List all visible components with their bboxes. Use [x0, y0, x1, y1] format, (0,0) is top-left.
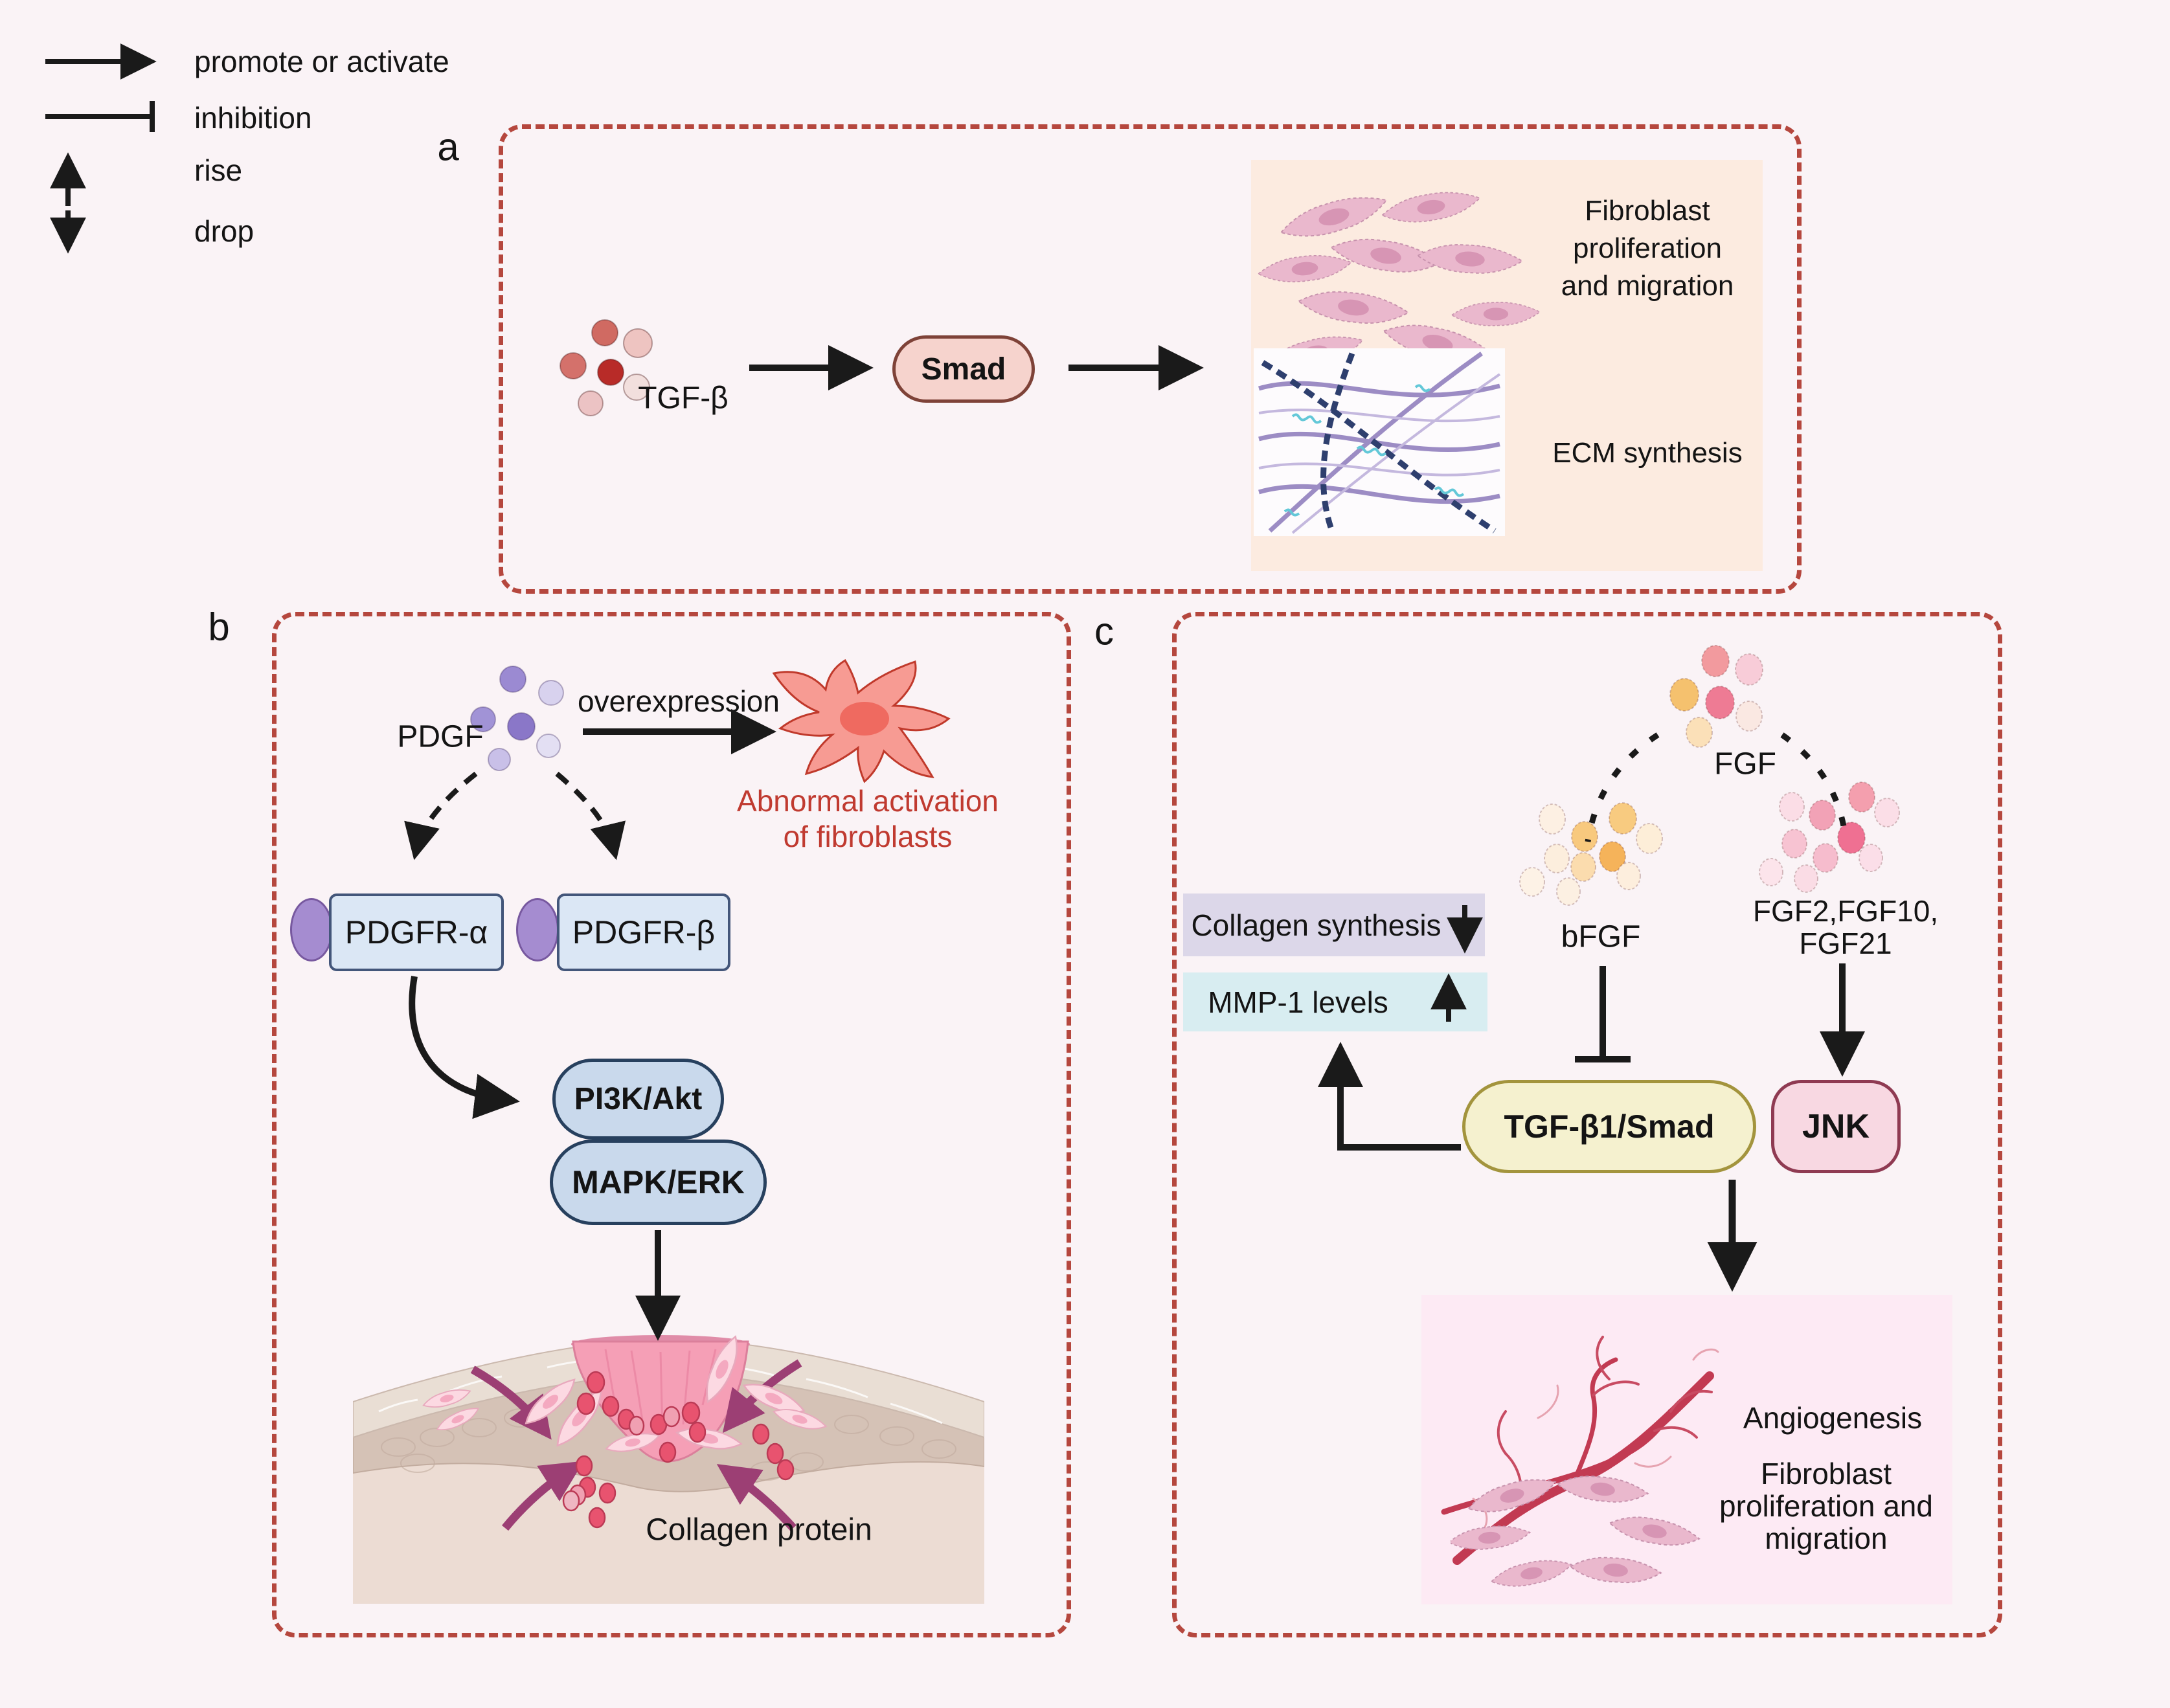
pdgf-label: PDGF: [397, 719, 484, 754]
panel-c-outcome-box: [1421, 1295, 1952, 1604]
angiogenesis-label: Angiogenesis: [1743, 1401, 1923, 1435]
panel-a-letter: a: [437, 125, 459, 169]
panel-b-letter: b: [208, 605, 230, 649]
jnk-node: JNK: [1771, 1080, 1901, 1173]
legend-rise-label: rise: [194, 153, 243, 187]
fibroblast-proliferation-label-c: Fibroblast proliferation and migration: [1719, 1457, 1933, 1555]
fgf-label: FGF: [1714, 747, 1776, 781]
skin-wound-icon: [353, 1334, 984, 1604]
mapk-erk-label: MAPK/ERK: [572, 1164, 745, 1200]
bfgf-label: bFGF: [1561, 919, 1641, 954]
smad-label: Smad: [921, 352, 1006, 387]
tgf-beta-molecules-icon: [559, 319, 653, 416]
overexpression-label: overexpression: [578, 684, 780, 718]
fgf-family-label: FGF2,FGF10, FGF21: [1752, 894, 1939, 960]
tgfb1-smad-node: TGF-β1/Smad: [1462, 1080, 1756, 1173]
ecm-fibers-icon: [1254, 348, 1505, 536]
pdgfr-alpha-node: PDGFR-α: [329, 893, 504, 971]
fibroblast-proliferation-label-a: Fibroblast proliferation and migration: [1561, 195, 1734, 302]
pdgfr-alpha-label: PDGFR-α: [345, 914, 488, 950]
ecm-synthesis-label: ECM synthesis: [1552, 437, 1743, 469]
abnormal-fibroblast-icon: [772, 658, 951, 783]
pi3k-akt-label: PI3K/Akt: [574, 1082, 703, 1116]
collagen-synthesis-box: Collagen synthesis: [1183, 893, 1485, 956]
smad-node: Smad: [892, 335, 1035, 403]
abnormal-activation-label: Abnormal activation of fibroblasts: [737, 784, 999, 853]
pi3k-akt-node: PI3K/Akt: [552, 1059, 724, 1140]
pdgf-molecules-icon: [470, 666, 564, 771]
panel-a-border: [499, 124, 1802, 594]
tgfb1-smad-label: TGF-β1/Smad: [1504, 1108, 1715, 1145]
legend-inhibition-label: inhibition: [194, 101, 312, 135]
mapk-erk-node: MAPK/ERK: [550, 1140, 767, 1225]
collagen-protein-label: Collagen protein: [646, 1512, 872, 1547]
panel-b-border: [272, 612, 1071, 1637]
receptor-ligand-ball-icon-alpha: [290, 898, 333, 961]
mmp1-levels-label: MMP-1 levels: [1208, 985, 1388, 1019]
pdgfr-beta-node: PDGFR-β: [557, 893, 730, 971]
panel-c-letter: c: [1094, 609, 1114, 653]
mmp1-levels-box: MMP-1 levels: [1183, 972, 1487, 1031]
fibroblast-cells-icon-c: [1451, 1470, 1702, 1592]
panel-c-border: [1172, 612, 2002, 1637]
receptor-ligand-ball-icon-beta: [516, 898, 559, 961]
legend-drop-label: drop: [194, 214, 254, 248]
pdgfr-beta-label: PDGFR-β: [572, 914, 716, 950]
tgf-beta-label: TGF-β: [638, 381, 729, 416]
legend-promote-label: promote or activate: [194, 45, 449, 78]
collagen-synthesis-label: Collagen synthesis: [1191, 908, 1441, 942]
jnk-label: JNK: [1802, 1108, 1870, 1145]
